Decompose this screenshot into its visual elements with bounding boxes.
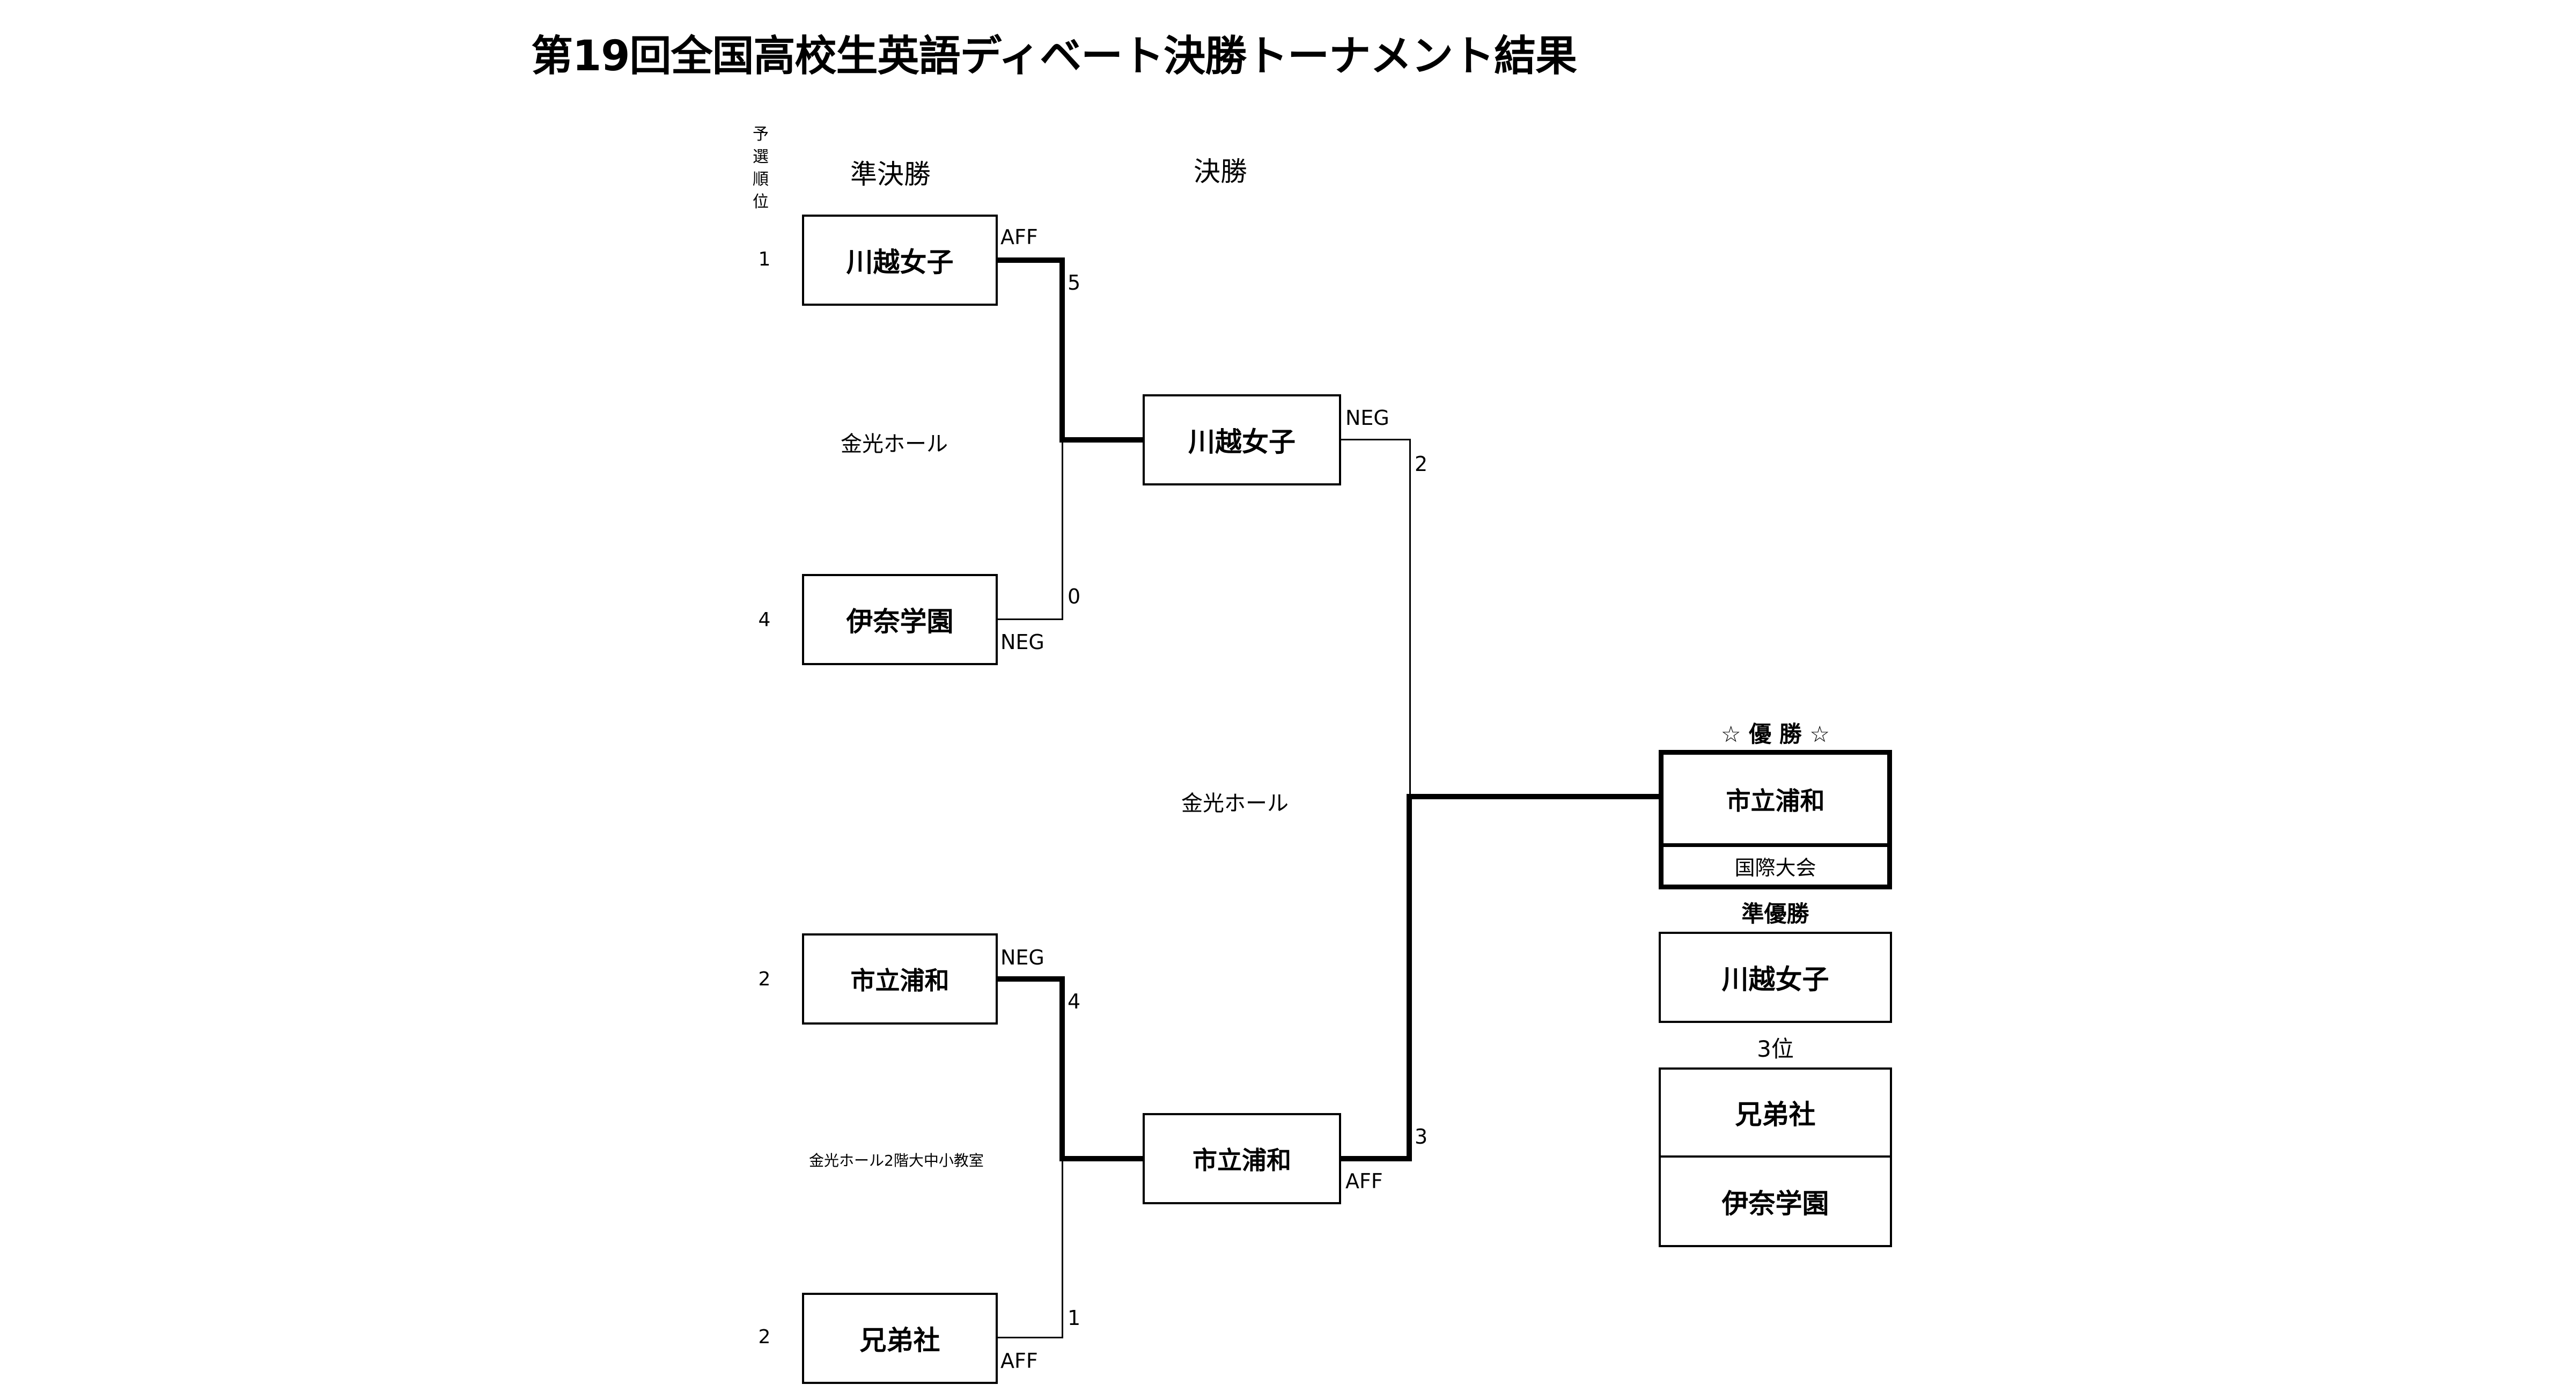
final-header: 決勝 <box>1194 156 1247 187</box>
page-title: 第19回全国高校生英語ディベート決勝トーナメント結果 <box>531 32 1577 80</box>
team-name: 市立浦和 <box>850 966 950 995</box>
runner-up-box: 川越女子 <box>1659 932 1892 1023</box>
team-name: 兄弟社 <box>859 1325 940 1356</box>
runner-up-label: 準優勝 <box>1741 901 1809 927</box>
team-box-sf1-top: 川越女子 <box>802 215 998 306</box>
side-label: AFF <box>1345 1169 1383 1193</box>
champion-note: 国際大会 <box>1664 843 1887 885</box>
team-name: 川越女子 <box>846 247 954 278</box>
bracket-line <box>998 976 1062 982</box>
side-label: AFF <box>1000 1349 1038 1373</box>
semifinal-header: 準決勝 <box>850 159 931 190</box>
third-place-team: 兄弟社 <box>1661 1070 1890 1158</box>
venue-sf2: 金光ホール2階大中小教室 <box>809 1152 984 1169</box>
bracket-line <box>1059 1156 1143 1161</box>
champion-box: 市立浦和 国際大会 <box>1659 750 1892 889</box>
bracket-line <box>1341 439 1411 440</box>
team-box-sf2-top: 市立浦和 <box>802 933 998 1025</box>
seed-column-label: 予選順位 <box>749 123 772 213</box>
team-name: 伊奈学園 <box>846 606 954 637</box>
side-label: AFF <box>1000 225 1038 249</box>
bracket-line <box>1407 794 1412 1161</box>
venue-final: 金光ホール <box>1181 791 1289 816</box>
bracket-line <box>1062 1159 1063 1338</box>
bracket-line <box>998 618 1063 620</box>
bracket-line <box>1059 437 1143 443</box>
bracket-line <box>1062 440 1063 620</box>
team-box-sf1-bottom: 伊奈学園 <box>802 574 998 665</box>
side-label: NEG <box>1345 406 1389 430</box>
score: 1 <box>1068 1306 1081 1330</box>
team-box-final-top: 川越女子 <box>1143 394 1341 485</box>
score: 4 <box>1068 990 1081 1013</box>
side-label: NEG <box>1000 630 1044 654</box>
team-box-final-bottom: 市立浦和 <box>1143 1113 1341 1204</box>
team-box-sf2-bottom: 兄弟社 <box>802 1293 998 1384</box>
score: 2 <box>1415 452 1428 476</box>
seed-label-text: 予選順位 <box>753 125 769 211</box>
team-name: 市立浦和 <box>1193 1146 1291 1175</box>
bracket-line <box>1059 257 1065 443</box>
bracket-line <box>1409 439 1411 798</box>
venue-sf1: 金光ホール <box>841 432 948 456</box>
third-place-box: 兄弟社 伊奈学園 <box>1659 1067 1892 1247</box>
bracket-line <box>1059 976 1065 1161</box>
seed-sf1-top: 1 <box>758 248 771 270</box>
champion-label: ☆ 優 勝 ☆ <box>1720 721 1830 747</box>
bracket-line <box>998 257 1062 263</box>
bracket-line <box>1407 794 1659 799</box>
team-name: 川越女子 <box>1721 964 1829 995</box>
bracket-line <box>998 1337 1063 1338</box>
third-place-label: 3位 <box>1757 1036 1794 1062</box>
champion-name: 市立浦和 <box>1726 786 1825 815</box>
third-place-team: 伊奈学園 <box>1721 1188 1829 1219</box>
score: 3 <box>1415 1125 1428 1148</box>
score: 0 <box>1068 585 1081 608</box>
bracket-line <box>1341 1156 1411 1161</box>
seed-sf2-bottom: 2 <box>758 1326 771 1348</box>
seed-sf1-bottom: 4 <box>758 609 771 631</box>
team-name: 川越女子 <box>1188 426 1296 458</box>
score: 5 <box>1068 271 1081 294</box>
side-label: NEG <box>1000 946 1044 969</box>
seed-sf2-top: 2 <box>758 968 771 990</box>
